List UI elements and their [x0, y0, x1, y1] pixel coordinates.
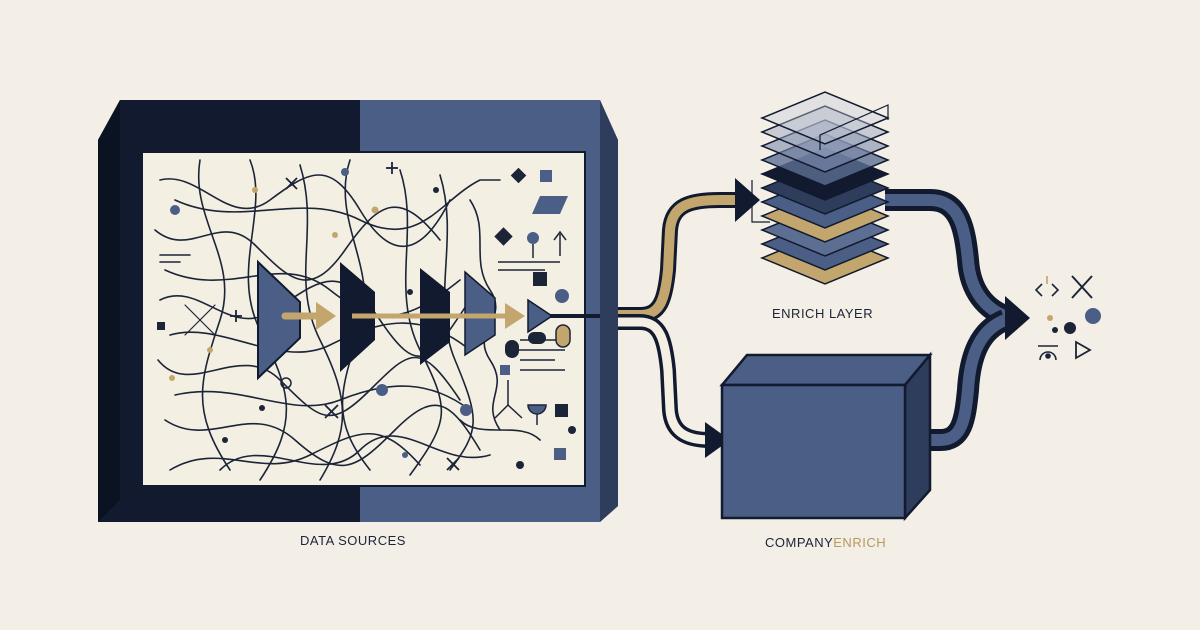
circle-icon: [1064, 322, 1076, 334]
arrow-icon: [1005, 296, 1030, 340]
node-tree-icon: [494, 380, 547, 425]
code-brackets-icon: [1034, 276, 1060, 297]
pill-icon: [505, 340, 519, 358]
circle-icon: [568, 426, 576, 434]
cross-icon: [1071, 275, 1093, 299]
square-icon: [500, 365, 510, 375]
circle-icon: [1085, 308, 1101, 324]
arrow-icon: [735, 178, 760, 222]
circle-icon: [555, 289, 569, 303]
square-icon: [555, 404, 568, 417]
circle-icon: [1047, 315, 1053, 321]
pill-icon: [555, 324, 571, 348]
circle-icon: [169, 168, 524, 469]
enrich-layer-label: ENRICH LAYER: [772, 306, 874, 321]
parallelogram-icon: [532, 196, 568, 214]
diamond-icon: [494, 167, 527, 246]
output-symbols: [1034, 275, 1101, 361]
panel-symbols: [157, 162, 576, 471]
company-enrich-label-suffix: ENRICH: [833, 535, 887, 550]
triangle-icon: [1075, 340, 1092, 360]
enrich-layer-stack: [751, 91, 890, 285]
arrow-icon: [316, 302, 336, 330]
arrow-icon: [505, 303, 525, 329]
company-enrich-label-prefix: COMPANY: [765, 535, 834, 550]
square-icon: [533, 272, 547, 286]
square-icon: [554, 448, 566, 460]
arrow-icon: [705, 422, 730, 458]
eye-icon: [1038, 345, 1058, 361]
company-enrich-box: [719, 351, 933, 522]
pin-icon: [527, 230, 567, 258]
connector-pipes: [618, 189, 1014, 451]
company-enrich-label: COMPANYENRICH: [765, 535, 886, 550]
square-icon: [157, 322, 165, 330]
square-icon: [540, 170, 552, 182]
data-funnel: [257, 259, 600, 381]
data-sources-label: DATA SOURCES: [300, 533, 406, 548]
cross-icon: [230, 162, 460, 471]
arrow-icon: [527, 298, 554, 334]
circle-icon: [1052, 327, 1058, 333]
pill-icon: [528, 332, 546, 344]
chevron-icon: [257, 259, 301, 381]
